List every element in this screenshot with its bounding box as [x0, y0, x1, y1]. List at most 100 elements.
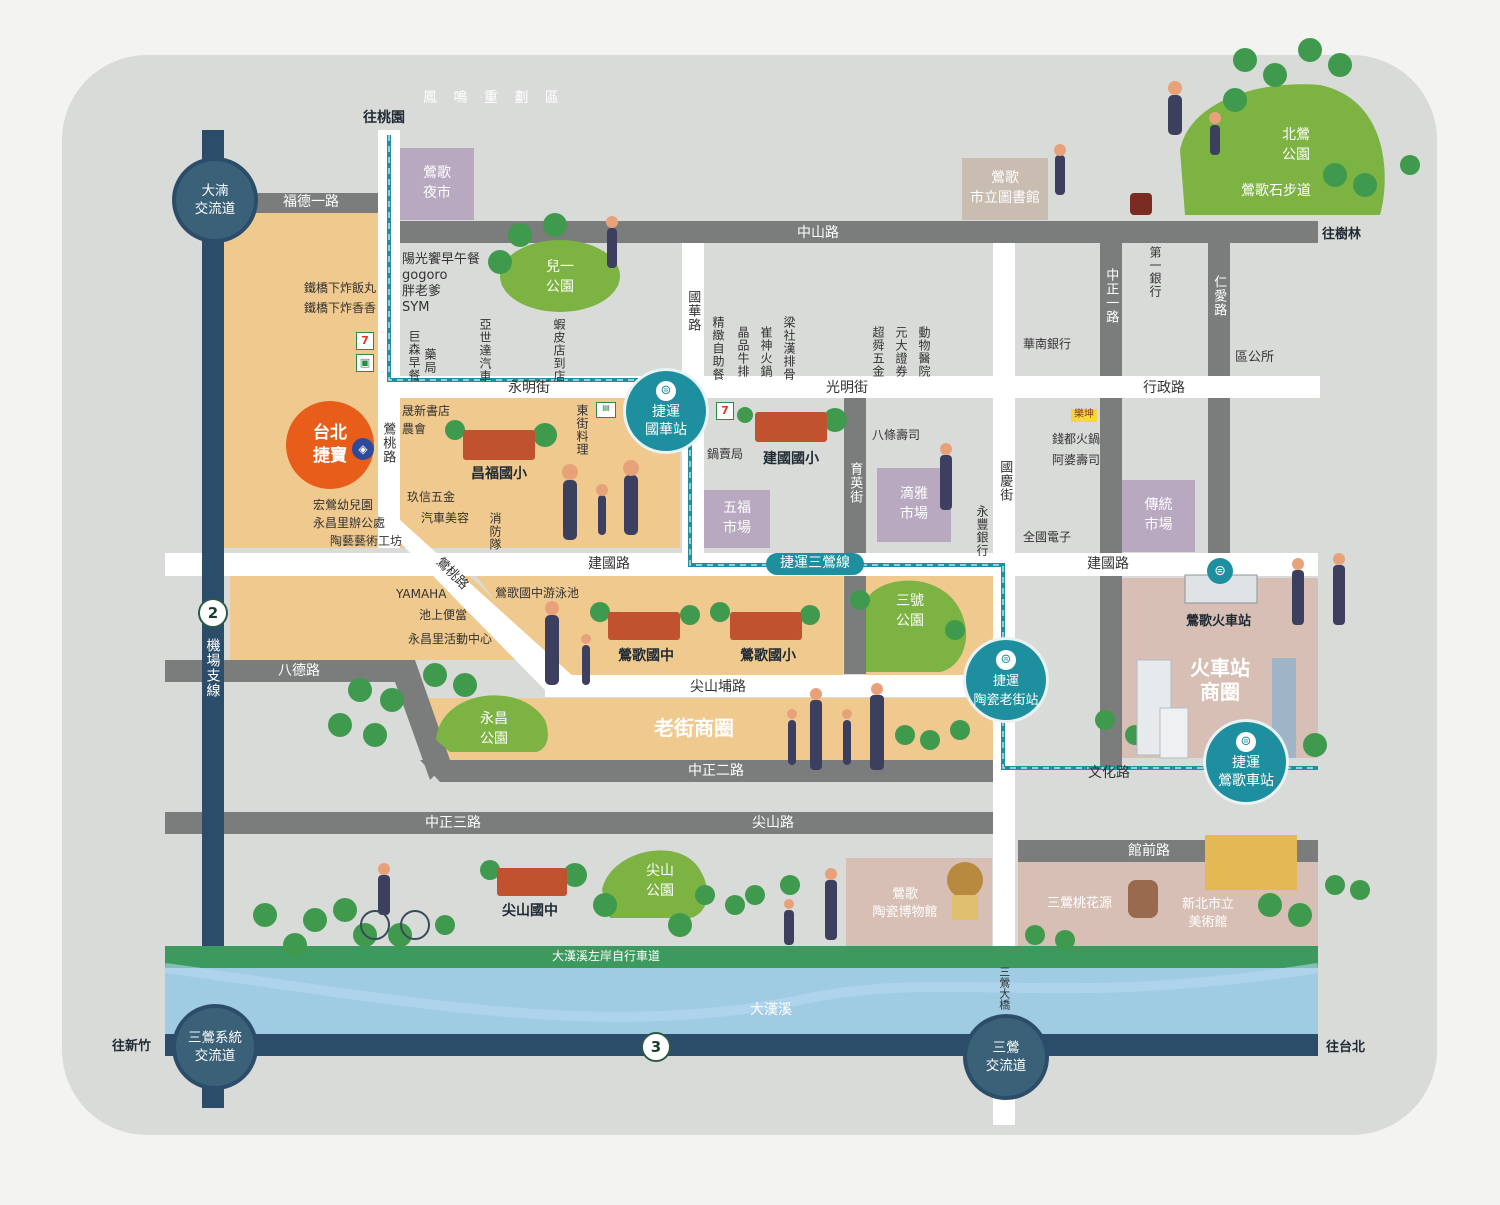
jianshan-junior-high[interactable]: 尖山國中 — [502, 903, 558, 919]
jianguo-school[interactable]: 建國國小 — [763, 451, 819, 467]
poi-taohua: 三鶯桃花源 — [1047, 896, 1113, 911]
poi-fried2: 鐵橋下炸香香 — [304, 301, 377, 315]
night-market-block[interactable]: 鶯歌 夜市 — [423, 165, 451, 201]
children-park-label[interactable]: 兒一 公園 — [546, 259, 574, 295]
river-label: 大漢溪 — [750, 1002, 792, 1018]
road-jianguo-west: 建國路 — [588, 556, 630, 572]
poi-lujin-hotpot: 錢都火鍋 — [1052, 432, 1101, 446]
bridge-sanying: 三鶯大橋 — [997, 966, 1011, 1010]
road-zhongshan: 中山路 — [797, 225, 839, 241]
poi-pool: 鶯歌國中游泳池 — [495, 586, 580, 600]
poi-activity-center: 永昌里活動中心 — [408, 632, 493, 646]
yongchang-park-label[interactable]: 永昌 公園 — [480, 711, 508, 747]
route-3-shield: 3 — [641, 1032, 671, 1062]
poi-yongfeng-bank: 永豐銀行 — [975, 505, 989, 557]
road-fude1: 福德一路 — [283, 194, 339, 210]
familymart-icon: ▤ — [596, 402, 616, 418]
seven-eleven-icon: 7 — [356, 332, 374, 350]
metro-guohua-station[interactable]: ⊜捷運 國華站 — [626, 371, 706, 451]
railway-icon: ⊜ — [1207, 558, 1233, 584]
road-jianshan: 尖山路 — [752, 815, 794, 831]
district-label: 鳳 鳴 重 劃 區 — [423, 90, 565, 106]
poi-quanguo: 全國電子 — [1023, 530, 1072, 544]
convenience-store-icon: ▣ — [356, 354, 374, 372]
jianshan-park-label[interactable]: 尖山 公園 — [646, 863, 674, 899]
to-taoyuan-label: 往桃園 — [363, 110, 405, 126]
road-yuying: 育英街 — [847, 462, 863, 504]
poi-autobeauty: 汽車美容 — [421, 511, 470, 525]
road-bade: 八德路 — [278, 663, 320, 679]
road-jianshanpu: 尖山埔路 — [690, 679, 746, 695]
road-guangming: 光明街 — [826, 380, 868, 396]
road-yingtao-vertical: 鶯桃路 — [380, 422, 396, 464]
poi-office: 永昌里辦公處 — [313, 516, 386, 530]
poi-dongjie: 東街料理 — [575, 404, 589, 456]
sanying-interchange[interactable]: 三鶯 交流道 — [963, 1014, 1049, 1100]
poi-cuishen: 崔神火鍋 — [759, 326, 773, 378]
north-park-label[interactable]: 北鶯 公園 — [1282, 127, 1310, 163]
poi-huanan-bank: 華南銀行 — [1023, 337, 1072, 351]
poi-kindergarten: 宏鶯幼兒園 — [313, 498, 374, 512]
park3-label[interactable]: 三號 公園 — [896, 593, 924, 629]
poi-pangzi: 胖老爹 — [402, 284, 442, 299]
metro-ceramics-station[interactable]: ⊜捷運 陶瓷老街站 — [966, 640, 1046, 720]
airport-line-label: 機場支線 — [204, 638, 221, 698]
bike-path-label: 大漢溪左岸自行車道 — [552, 949, 661, 963]
road-jianguo-east: 建國路 — [1087, 556, 1129, 572]
road-zhongzheng2: 中正二路 — [688, 763, 744, 779]
poi-jingpin: 晶品牛排 — [736, 326, 750, 378]
poi-jusen: 巨森早餐 — [407, 330, 421, 382]
poi-farm: 農會 — [402, 422, 427, 436]
sanying-system-interchange[interactable]: 三鶯系統 交流道 — [172, 1004, 258, 1090]
metro-yingge-station[interactable]: ⊜捷運 鶯歌車站 — [1206, 722, 1286, 802]
poi-hardware: 玖信五金 — [407, 490, 456, 504]
poi-fire: 消防隊 — [488, 512, 502, 551]
poi-bookstore: 晟新書店 — [402, 404, 451, 418]
road-zhongzheng1: 中正一路 — [1103, 268, 1119, 324]
to-shulin-label: 往樹林 — [1322, 227, 1362, 242]
road-guohua: 國華路 — [685, 290, 701, 332]
poi-bento: 池上便當 — [419, 608, 468, 622]
old-street-label: 老街商圈 — [654, 716, 734, 740]
diya-market-block[interactable]: 滴雅 市場 — [900, 486, 928, 522]
poi-gogoro: gogoro — [402, 268, 448, 283]
library-block[interactable]: 鶯歌 市立圖書館 — [970, 170, 1040, 206]
road-xingzheng: 行政路 — [1143, 380, 1185, 396]
poi-pharmacy: 藥局 — [423, 348, 437, 374]
bike-path — [165, 946, 1318, 968]
taipei-metro-logo-icon: ◈ — [352, 438, 374, 460]
dashi-interchange[interactable]: 大湳 交流道 — [172, 157, 258, 243]
poi-yamaha: YAMAHA — [396, 587, 447, 601]
poi-chaoshun: 超舜五金 — [871, 326, 885, 378]
poi-first-bank: 第一銀行 — [1148, 246, 1162, 298]
yingge-junior-high[interactable]: 鶯歌國中 — [618, 648, 674, 664]
seven-eleven-icon: 7 — [716, 402, 734, 420]
road-yongming: 永明街 — [508, 380, 550, 396]
poi-yashida: 亞世達汽車 — [478, 318, 492, 383]
route-2-shield: 2 — [198, 598, 228, 628]
ceramics-museum-label[interactable]: 鶯歌 陶瓷博物館 — [872, 886, 938, 920]
trail-label[interactable]: 鶯歌石步道 — [1241, 183, 1311, 199]
trees-decoration — [253, 38, 1420, 957]
poi-train-station[interactable]: 鶯歌火車站 — [1186, 614, 1252, 629]
traditional-market-block[interactable]: 傳統 市場 — [1144, 497, 1173, 533]
road-guoqing: 國慶街 — [997, 460, 1013, 502]
poi-pottery: 陶藝藝術工坊 — [330, 534, 403, 548]
poi-apo-sushi: 阿婆壽司 — [1052, 453, 1101, 467]
poi-art-museum[interactable]: 新北市立 美術館 — [1181, 896, 1234, 930]
poi-liangshe: 梁社漢排骨 — [782, 316, 796, 381]
road-wenhua: 文化路 — [1088, 765, 1130, 781]
yingge-elementary[interactable]: 鶯歌國小 — [740, 648, 796, 664]
poi-district-office: 區公所 — [1235, 350, 1275, 365]
metro-icon: ⊜ — [1236, 732, 1256, 752]
changfu-school[interactable]: 昌福國小 — [471, 466, 527, 482]
poi-bajo-sushi: 八條壽司 — [872, 428, 921, 442]
to-taipei-label: 往台北 — [1326, 1040, 1366, 1055]
poi-breakfast: 陽光饗早午餐 — [402, 252, 481, 267]
poi-shopee: 蝦皮店到店 — [552, 318, 566, 383]
road-guanqian: 館前路 — [1128, 843, 1170, 859]
school-buildings — [463, 412, 827, 896]
wufu-market-block[interactable]: 五福 市場 — [723, 500, 751, 536]
to-hsinchu-label: 往新竹 — [112, 1039, 152, 1054]
